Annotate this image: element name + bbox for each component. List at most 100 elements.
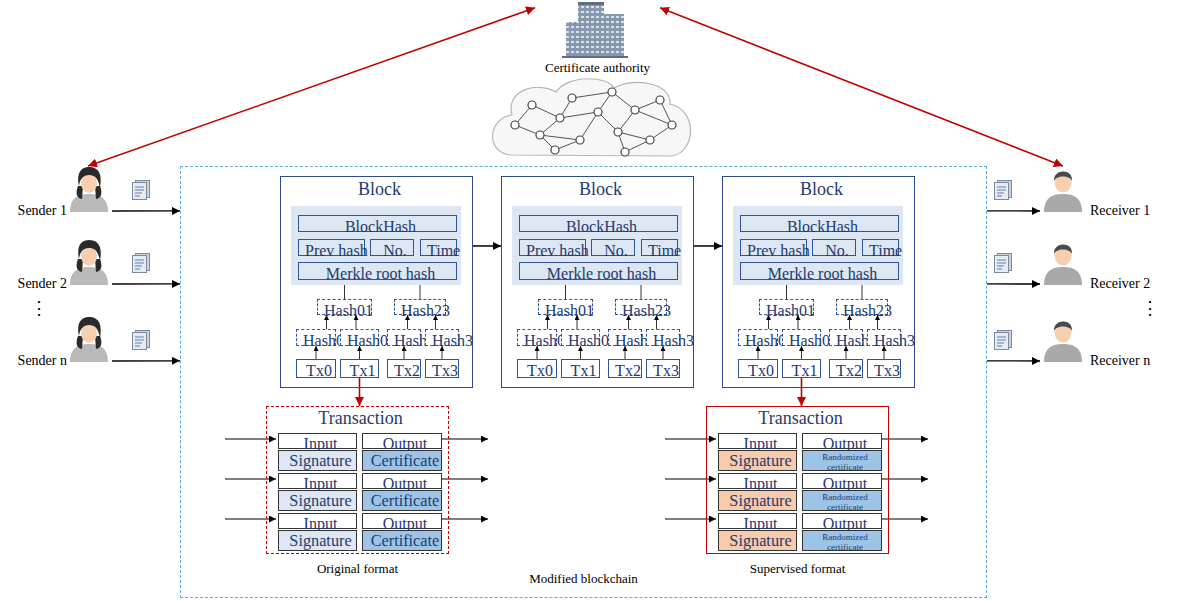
header-field: BlockHash (298, 215, 457, 232)
header-field: No. (591, 239, 635, 256)
hash-box: Hash0 (340, 329, 379, 346)
io-cell: Output (802, 473, 882, 489)
arrow-connector (473, 245, 501, 247)
label-text: Transaction (713, 408, 888, 429)
label-text: Signature (285, 452, 356, 471)
hash-box: Hash3 (867, 329, 901, 346)
label-text: Prev hash (305, 242, 364, 260)
label-text: Supervised format (707, 561, 888, 577)
label-text: Receiver n (1090, 349, 1150, 373)
certificate-cell: Randomized certificate (802, 450, 882, 471)
label-text: Prev hash (526, 242, 585, 260)
io-cell: Input (718, 433, 797, 449)
header-field: Merkle root hash (298, 262, 457, 280)
label-text: Merkle root hash (526, 265, 677, 283)
hash-box: Hash23 (394, 299, 446, 315)
io-cell: Input (278, 473, 357, 489)
sender-node: Sender 1 (3, 166, 112, 224)
header-field: Prev hash (519, 239, 586, 256)
transaction-box: TransactionOriginal formatInputOutputSig… (266, 406, 449, 554)
label-text: BlockHash (305, 218, 456, 236)
label-text: Hash0 (524, 332, 556, 350)
label-text: Tx1 (789, 362, 820, 380)
document-icons (133, 181, 1012, 350)
transaction-box: TransactionSupervised formatInputOutputS… (706, 406, 889, 554)
label-text: Tx0 (745, 362, 777, 380)
label-text: Block (729, 179, 914, 200)
person-icons (70, 167, 1082, 362)
hash-box: Hash0 (782, 329, 821, 346)
label-text: No. (819, 242, 855, 260)
authority-node: Certificate authority (535, 0, 660, 78)
hash-box: Hash01 (538, 299, 593, 315)
label-text: Modified blockchain (181, 571, 986, 587)
certificate-cell: Certificate (362, 490, 442, 511)
io-cell: Input (718, 513, 797, 529)
label-text: Tx0 (303, 362, 335, 380)
certificate-cell: Randomized certificate (802, 530, 882, 551)
label-text: Hash0 (303, 332, 335, 350)
certificate-cell: Certificate (362, 530, 442, 551)
label-text: Tx3 (432, 362, 458, 380)
io-cell: Output (362, 473, 442, 489)
io-cell: Input (718, 473, 797, 489)
io-cell: Output (802, 513, 882, 529)
label-text: Block (287, 179, 472, 200)
label-text: Randomized certificate (809, 452, 881, 472)
certificate-cell: Randomized certificate (802, 490, 882, 511)
header-field: Time (641, 239, 678, 256)
arrow-connector (987, 283, 1040, 284)
label-text: Time (427, 242, 456, 260)
label-text: Hash0 (347, 332, 378, 350)
label-text: Hash01 (545, 302, 592, 320)
header-field: Time (862, 239, 899, 256)
hash-box: Hash0 (561, 329, 600, 346)
label-text: Tx2 (394, 362, 420, 380)
label-text: Signature (285, 492, 356, 511)
header-field: Prev hash (740, 239, 807, 256)
hash-box: Hash01 (759, 299, 814, 315)
header-field: Prev hash (298, 239, 365, 256)
block-box: BlockBlockHashPrev hashNo.TimeMerkle roo… (501, 176, 694, 388)
arrow-connector (112, 283, 180, 284)
building-icon (562, 2, 628, 58)
red-arrow (660, 8, 1063, 166)
io-cell: Output (362, 513, 442, 529)
label-text: Tx0 (524, 362, 556, 380)
label-text: Hash3 (874, 332, 900, 350)
label-text: Sender 1 (3, 199, 67, 223)
io-cell: Input (278, 433, 357, 449)
hash-box: Hash2 (829, 329, 863, 346)
label-text: Hash2 (394, 332, 420, 350)
label-text: Tx1 (347, 362, 378, 380)
label-text: No. (377, 242, 413, 260)
header-field: BlockHash (740, 215, 899, 232)
block-box: BlockBlockHashPrev hash No. TimeMerkle roo… (280, 176, 473, 388)
label-text: Hash23 (843, 302, 887, 320)
header-field: BlockHash (519, 215, 678, 232)
label-text: Signature (725, 532, 796, 551)
label-text: Certificate authority (535, 60, 660, 76)
label-text: Transaction (273, 408, 448, 429)
label-text: BlockHash (526, 218, 677, 236)
hash-box: Hash3 (646, 329, 680, 346)
signature-cell: Signature (718, 490, 797, 511)
receiver-node: Receiver n (1040, 316, 1183, 374)
transaction-leaf: Tx3 (425, 359, 459, 378)
signature-cell: Signature (278, 530, 357, 551)
label-text: Hash2 (615, 332, 641, 350)
hash-box: Hash0 (738, 329, 778, 346)
label-text: Hash3 (653, 332, 679, 350)
arrow-connector (112, 360, 180, 361)
transaction-leaf: Tx0 (517, 359, 557, 378)
label-text: BlockHash (747, 218, 898, 236)
transaction-leaf: Tx2 (387, 359, 421, 378)
arrow-connector (694, 245, 722, 247)
sender-node: Sender n (3, 316, 112, 374)
io-arrows (225, 439, 928, 519)
label-text: Original format (267, 561, 448, 577)
receiver-node: Receiver 2 (1040, 239, 1183, 297)
label-text: Tx2 (836, 362, 862, 380)
label-text: Merkle root hash (305, 265, 456, 283)
arrow-connector (987, 360, 1040, 361)
